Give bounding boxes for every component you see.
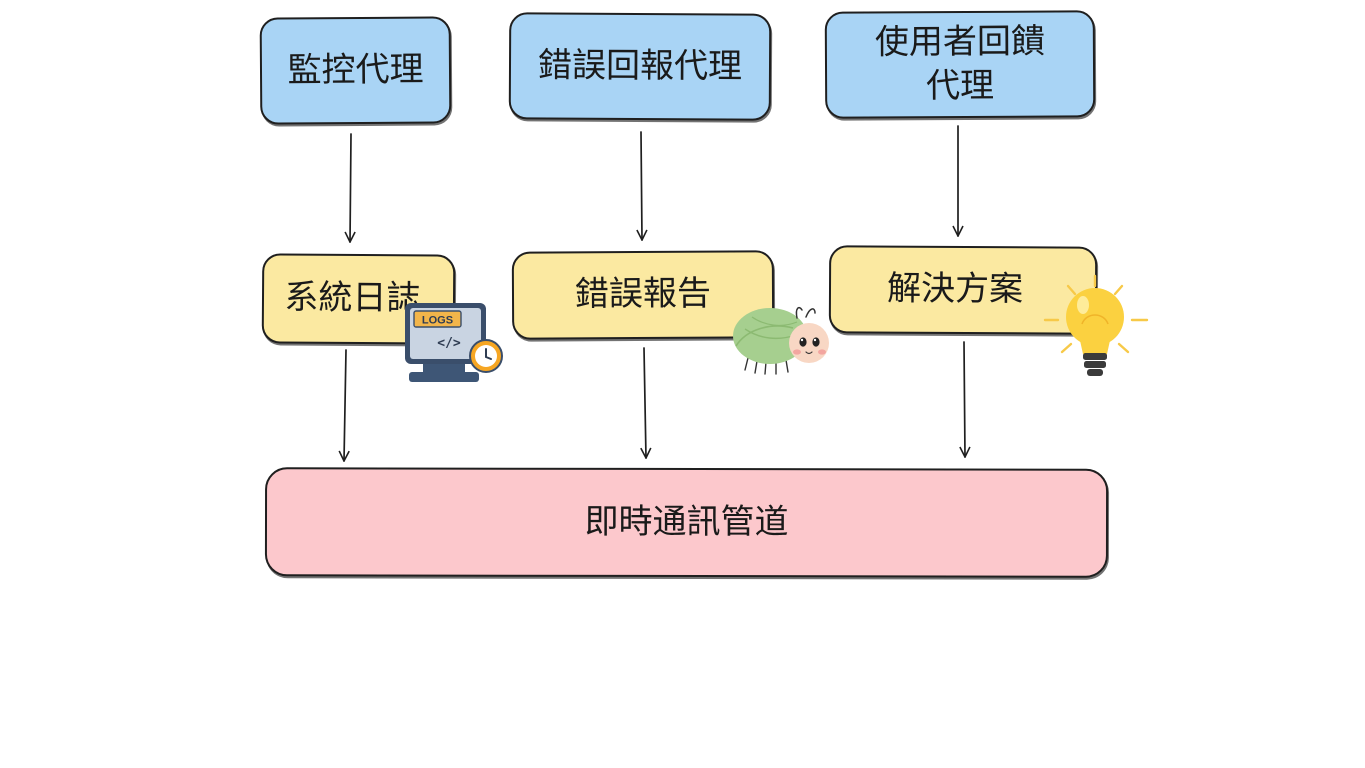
- bug-icon: [733, 306, 829, 375]
- edge-logs-to-channel: [338, 349, 350, 462]
- edge-error-to-report: [636, 131, 648, 241]
- logs-badge-text: LOGS: [422, 315, 453, 327]
- edge-monitor-to-logs: [344, 133, 356, 243]
- lightbulb-icon: [1043, 274, 1149, 376]
- log-monitor-icon: LOGS </>: [405, 303, 503, 382]
- logs-code-text: </>: [437, 336, 461, 351]
- edge-report-to-channel: [640, 347, 652, 459]
- edge-solution-to-channel: [959, 341, 971, 458]
